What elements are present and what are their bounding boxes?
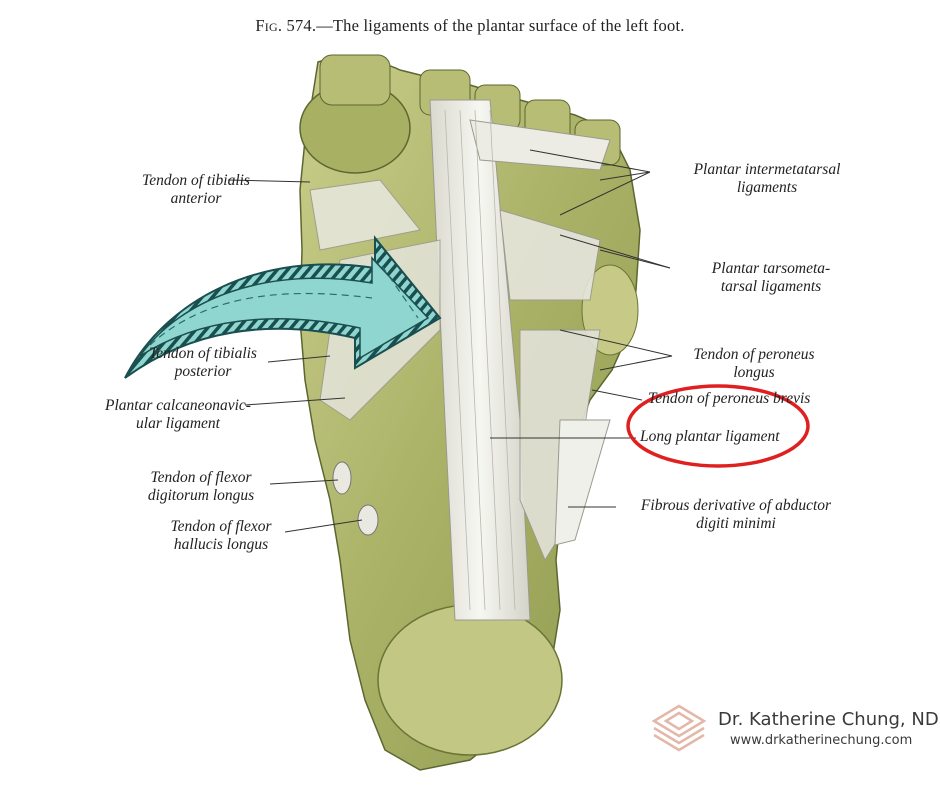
brand-url[interactable]: www.drkatherinechung.com	[730, 733, 913, 748]
label-flexor-hallucis-longus: Tendon of flexor hallucis longus	[170, 518, 272, 553]
label-plantar-tarsometatarsal: Plantar tarsometa- tarsal ligaments	[711, 260, 831, 295]
label-abductor-digiti-minimi: Fibrous derivative of abductor digiti mi…	[640, 497, 832, 532]
label-tibialis-posterior: Tendon of tibialis posterior	[149, 345, 257, 380]
highlight-circle-icon	[626, 384, 810, 468]
leader-lines	[227, 149, 673, 533]
figure-number: Fig. 574.	[255, 16, 317, 35]
label-tibialis-anterior: Tendon of tibialis anterior	[142, 172, 250, 207]
label-plantar-calcaneonavicular: Plantar calcaneonavic- ular ligament	[105, 397, 251, 432]
label-flexor-digitorum-longus: Tendon of flexor digitorum longus	[147, 469, 255, 504]
figure-title: —The ligaments of the plantar surface of…	[316, 16, 685, 35]
curved-arrow-icon	[124, 235, 442, 379]
label-long-plantar-ligament: Long plantar ligament	[640, 428, 780, 445]
figure-caption: Fig. 574.—The ligaments of the plantar s…	[0, 16, 940, 36]
label-plantar-intermetatarsal: Plantar intermetatarsal ligaments	[693, 161, 841, 196]
layered-diamond-logo-icon	[651, 704, 707, 752]
label-peroneus-brevis: Tendon of peroneus brevis	[648, 390, 811, 407]
brand-name: Dr. Katherine Chung, ND	[718, 709, 939, 730]
branding: Dr. Katherine Chung, ND www.drkatherinec…	[648, 703, 939, 755]
label-peroneus-longus: Tendon of peroneus longus	[693, 346, 815, 381]
